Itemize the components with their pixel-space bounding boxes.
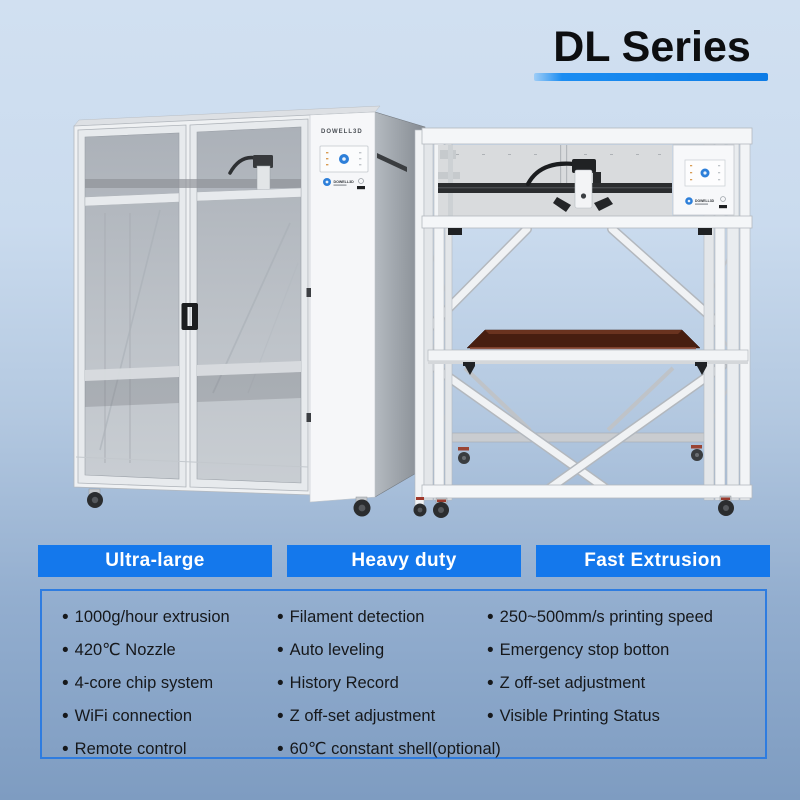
print-bed bbox=[466, 329, 701, 350]
feature-item: 420℃ Nozzle bbox=[62, 639, 277, 661]
wall-perforations bbox=[456, 154, 661, 155]
gantry-back-wall bbox=[438, 145, 672, 218]
feature-item: History Record bbox=[277, 672, 487, 694]
cabinet-control-column bbox=[309, 111, 376, 503]
feature-item: 4-core chip system bbox=[62, 672, 277, 694]
cabinet-touchscreen bbox=[319, 145, 369, 173]
feature-item: Z off-set adjustment bbox=[487, 672, 762, 694]
title-underline-bar bbox=[534, 73, 768, 81]
door-handles bbox=[181, 303, 198, 330]
frame-posts bbox=[414, 129, 751, 513]
frame-logo-text: DOWELL3D bbox=[695, 199, 715, 203]
feature-item: Z off-set adjustment bbox=[277, 705, 487, 727]
open-frame-printer-image: DOWELL3D bbox=[413, 127, 753, 518]
feature-item: 250~500mm/s printing speed bbox=[487, 606, 762, 628]
caster-wheel-icon bbox=[433, 497, 449, 518]
page-title: DL Series bbox=[553, 23, 751, 71]
top-beam bbox=[421, 127, 753, 145]
caster-wheel-icon bbox=[353, 496, 371, 517]
enclosed-printer-image: DOWELL3D DOWELL3D bbox=[73, 105, 426, 517]
door-mullion-left bbox=[84, 192, 180, 207]
cabinet-logo: DOWELL3D bbox=[323, 178, 365, 190]
door-mullion-right bbox=[196, 187, 302, 202]
side-vent-slot bbox=[377, 153, 407, 172]
feature-item: Remote control bbox=[62, 738, 277, 760]
bottom-beam bbox=[421, 484, 753, 499]
feature-column-heavy-duty: Filament detection Auto leveling History… bbox=[277, 595, 501, 760]
hinge-icon bbox=[306, 288, 311, 297]
bed-support-beam bbox=[427, 349, 749, 375]
caster-wheel-icon bbox=[413, 497, 427, 517]
feature-button-fast-extrusion: Fast Extrusion bbox=[536, 545, 770, 577]
feature-item: Filament detection bbox=[277, 606, 487, 628]
caster-wheel-icon bbox=[87, 488, 103, 508]
feature-column-ultra-large: 1000g/hour extrusion 420℃ Nozzle 4-core … bbox=[62, 595, 277, 760]
feature-item: WiFi connection bbox=[62, 705, 277, 727]
interior-shelf bbox=[85, 361, 301, 407]
feature-item: Visible Printing Status bbox=[487, 705, 762, 727]
print-head bbox=[525, 159, 613, 212]
feature-item: Auto leveling bbox=[277, 639, 487, 661]
gantry-section: DOWELL3D bbox=[421, 127, 753, 235]
frame-control-panel: DOWELL3D bbox=[672, 144, 735, 216]
feature-list-box: 1000g/hour extrusion 420℃ Nozzle 4-core … bbox=[40, 589, 767, 759]
feature-item: 1000g/hour extrusion bbox=[62, 606, 277, 628]
hinge-icon bbox=[306, 413, 311, 422]
feature-button-ultra-large: Ultra-large bbox=[38, 545, 272, 577]
cabinet-logo-text: DOWELL3D bbox=[334, 180, 355, 184]
caster-wheel-icon bbox=[718, 495, 734, 516]
frame-panel-logo: DOWELL3D bbox=[685, 196, 727, 209]
feature-item: Emergency stop botton bbox=[487, 639, 762, 661]
base-seam bbox=[75, 456, 309, 468]
feature-button-heavy-duty: Heavy duty bbox=[287, 545, 521, 577]
feature-item: 60℃ constant shell(optional) bbox=[277, 738, 501, 760]
cabinet-door-right bbox=[189, 118, 309, 492]
printer-interior bbox=[85, 155, 301, 463]
cabinet-brand-label: DOWELL3D bbox=[321, 129, 363, 135]
gantry-bottom-beam bbox=[421, 215, 753, 229]
feature-column-fast-extrusion: 250~500mm/s printing speed Emergency sto… bbox=[487, 595, 762, 727]
